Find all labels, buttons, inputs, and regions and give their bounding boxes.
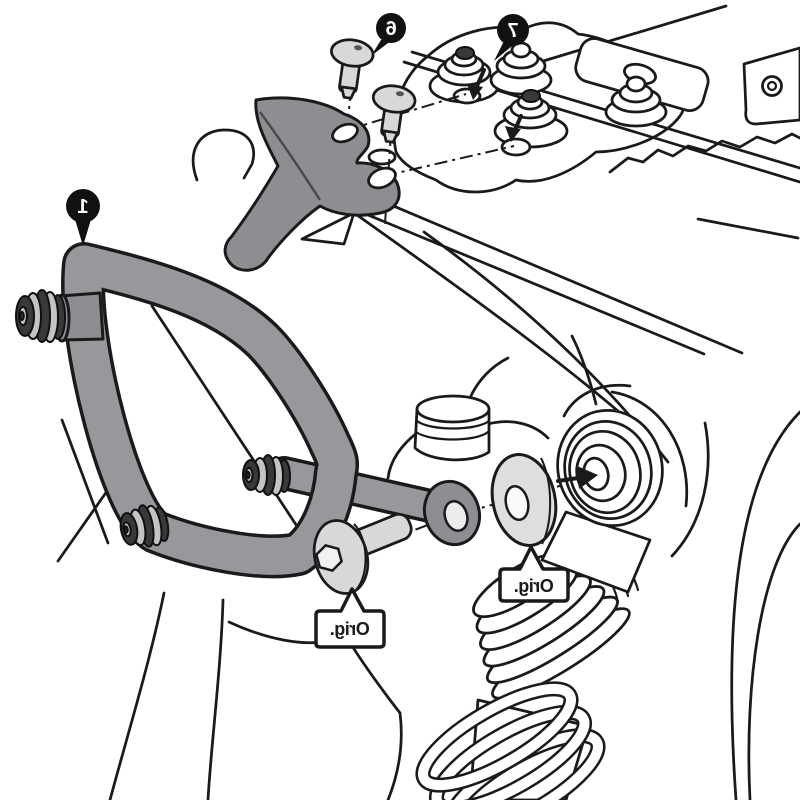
reservoir-link-3 — [468, 356, 510, 400]
callout-7-text: 7 — [507, 20, 518, 42]
grommet-arrow-1 — [467, 68, 486, 100]
screw-2 — [371, 84, 417, 144]
bracket-crease — [258, 111, 322, 201]
frame-rail-3 — [696, 217, 800, 240]
rubber-grommet-1 — [436, 46, 492, 87]
reservoir-link-2 — [486, 420, 550, 440]
orig-tag-bolt: Orig. — [314, 587, 386, 649]
deck-hole-2 — [500, 137, 532, 157]
callout-1-text: 1 — [77, 196, 88, 218]
orig-tag-washer: Orig. — [498, 545, 570, 603]
hugger-curve-2 — [610, 390, 689, 508]
far-plate-hole — [761, 75, 783, 97]
bracket-hole-1 — [331, 122, 359, 144]
bobbin-bottom — [119, 504, 170, 548]
subframe-hook — [191, 128, 255, 182]
callout-balloon-6: 6 — [371, 13, 406, 56]
bracket-hole-2 — [367, 166, 397, 190]
swingarm-line-2 — [60, 418, 110, 545]
lower-frame-curve-2 — [206, 598, 225, 800]
orig-washer — [490, 453, 558, 547]
deck-hole-3 — [367, 148, 397, 166]
swingarm-line-1 — [150, 304, 314, 551]
bolt-head-rim — [353, 523, 367, 591]
callout-6-text: 6 — [385, 18, 396, 40]
seat-jagged-edge — [608, 132, 800, 174]
seat-edge-line — [538, 4, 728, 64]
fender-curve-1 — [730, 410, 800, 800]
hugger-curve-3 — [562, 383, 632, 418]
eye-insert-arrow — [556, 466, 598, 489]
far-plate-hole-inner — [766, 80, 778, 92]
rack-eyelet-hole — [443, 500, 469, 532]
pannier-rack — [15, 96, 482, 579]
gusset-triangle — [300, 211, 356, 246]
shock-reservoir — [413, 394, 491, 462]
mount-stud-4 — [610, 75, 662, 114]
shock-rod-line — [570, 334, 598, 406]
bobbin-left — [15, 289, 66, 343]
callouts: 1 6 7 — [66, 13, 529, 246]
coil-spring — [415, 681, 606, 800]
rack-lower-arm — [270, 459, 444, 520]
deck-hardware — [367, 37, 800, 166]
washer-rim — [540, 457, 552, 545]
swingarm-line-3 — [56, 482, 114, 563]
reservoir-link-1 — [386, 430, 420, 480]
rack-upper-bracket — [223, 96, 401, 272]
orig-bolt — [312, 512, 413, 595]
rack-tube-loop — [64, 245, 356, 575]
fasteners — [312, 38, 558, 595]
orig-tag-bolt-text: Orig. — [330, 619, 370, 639]
bobbin-middle — [242, 454, 291, 496]
orig-tags: Orig. Orig. — [314, 545, 570, 649]
shock-body-upper — [540, 510, 652, 594]
screw-1 — [330, 38, 375, 100]
fender-curve-2 — [747, 522, 800, 800]
frame-sweep-1 — [300, 174, 644, 434]
lower-frame-curve-1 — [108, 591, 166, 800]
shock-absorber — [413, 394, 664, 800]
hole-align-2 — [383, 145, 515, 177]
bolt-hex-socket — [315, 544, 343, 572]
callout-balloon-7: 7 — [494, 14, 529, 61]
lower-frame-curve-5 — [386, 711, 403, 800]
orig-tag-washer-text: Orig. — [514, 576, 554, 596]
grommet-arrow-2 — [505, 114, 523, 142]
callout-balloon-1: 1 — [66, 189, 100, 246]
lower-frame-curve-4 — [352, 647, 402, 715]
washer-hole — [504, 484, 530, 522]
hugger-curve-1 — [670, 421, 710, 558]
